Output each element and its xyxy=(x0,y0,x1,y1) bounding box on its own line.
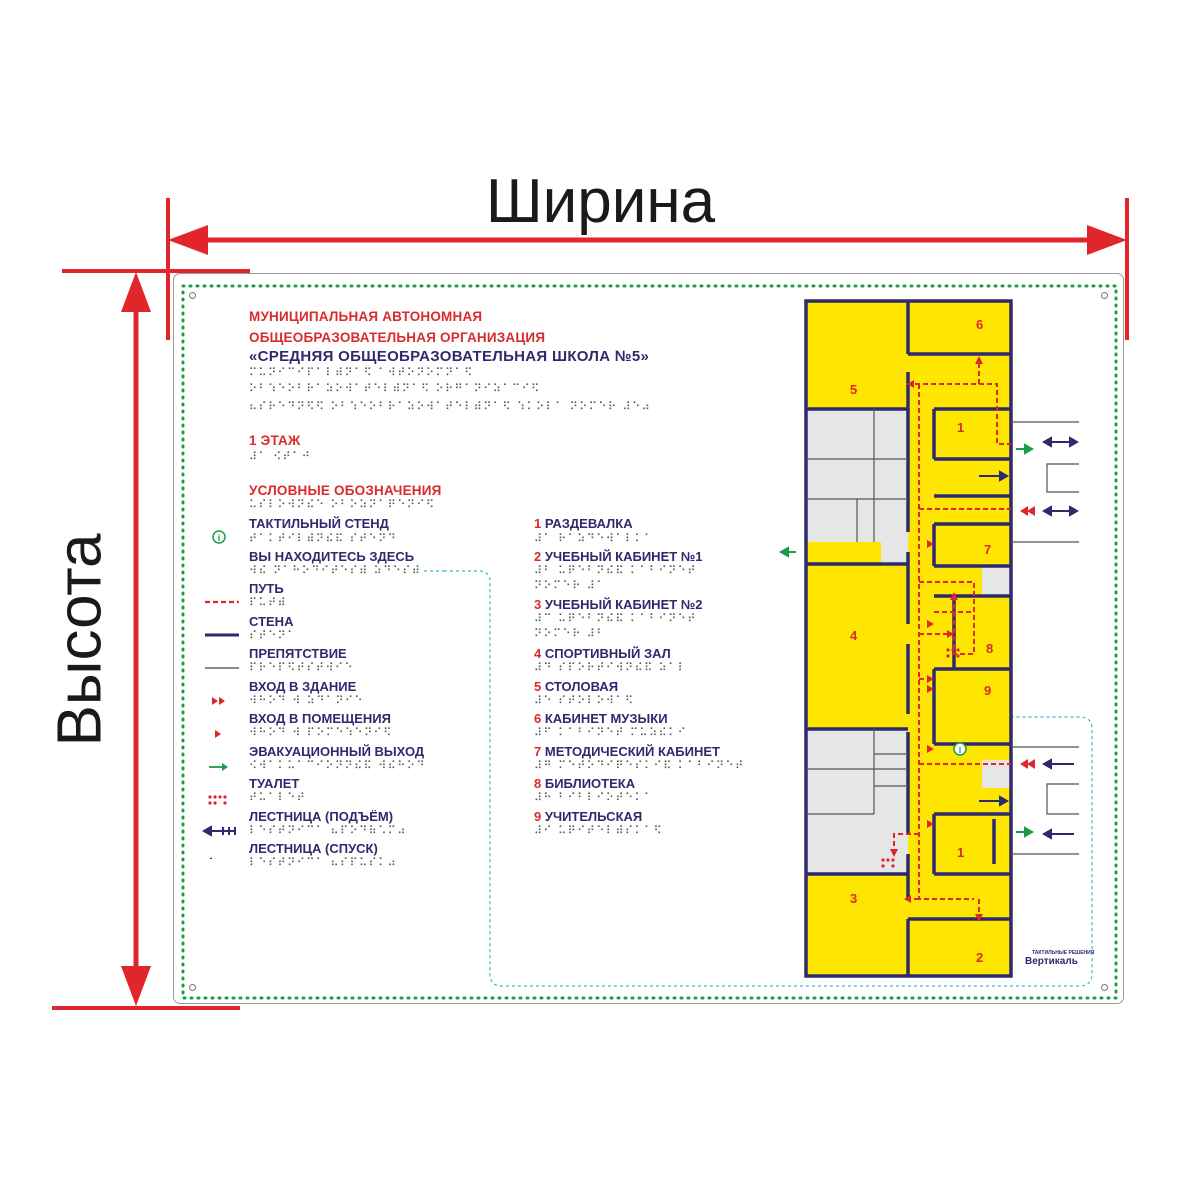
you-are-here-icon xyxy=(424,570,444,572)
grey-block-lower-right xyxy=(874,814,908,874)
mount-hole-top-right xyxy=(1101,292,1108,299)
plan-room-1-upper: 1 xyxy=(957,420,965,435)
plan-you-are-here-marker xyxy=(953,742,967,756)
legend-braille-building-entrance: ⠺⠓⠕⠙ ⠺ ⠵⠙⠁⠝⠊⠑ xyxy=(249,694,365,707)
room-item-4: 4 СПОРТИВНЫЙ ЗАЛ xyxy=(534,646,671,661)
room-braille-4: ⠼⠙ ⠎⠏⠕⠗⠞⠊⠺⠝⠮⠯ ⠵⠁⠇ xyxy=(534,661,688,674)
legend-label-tactile-stand: ТАКТИЛЬНЫЙ СТЕНД xyxy=(249,516,389,531)
plan-toilet-markers xyxy=(881,648,960,868)
evacuation-exit-icon xyxy=(209,763,228,771)
room-braille-6: ⠼⠋ ⠅⠁⠃⠊⠝⠑⠞ ⠍⠥⠵⠮⠅⠊ xyxy=(534,726,688,739)
info-icon: i xyxy=(212,530,226,544)
org-line-2: ОБЩЕОБРАЗОВАТЕЛЬНАЯ ОРГАНИЗАЦИЯ xyxy=(249,330,546,345)
legend-symbols: i xyxy=(201,530,239,859)
walls xyxy=(804,299,1013,978)
grey-small-a xyxy=(982,567,1011,595)
svg-text:i: i xyxy=(218,533,221,543)
room-braille-2: ⠼⠃ ⠥⠟⠑⠃⠝⠮⠯ ⠅⠁⠃⠊⠝⠑⠞ xyxy=(534,564,697,577)
legend-label-obstacle: ПРЕПЯТСТВИЕ xyxy=(249,646,347,661)
legend-braille-path: ⠏⠥⠞⠾ xyxy=(249,596,288,609)
height-dimension-label: Высота xyxy=(45,533,115,747)
header-braille-1: ⠍⠥⠝⠊⠉⠊⠏⠁⠇⠾⠝⠁⠫ ⠁⠺⠞⠕⠝⠕⠍⠝⠁⠫ xyxy=(249,366,474,379)
stairs-up-icon xyxy=(201,825,236,837)
floor-plan: i xyxy=(778,299,1080,978)
plan-room-7: 7 xyxy=(984,542,992,557)
plan-room-5: 5 xyxy=(850,382,858,397)
room-item-6: 6 КАБИНЕТ МУЗЫКИ xyxy=(534,711,668,726)
legend-label-you-are-here: ВЫ НАХОДИТЕСЬ ЗДЕСЬ xyxy=(249,549,415,564)
room-braille-1: ⠼⠁ ⠗⠁⠵⠙⠑⠺⠁⠇⠅⠁ xyxy=(534,532,654,545)
legend-label-stairs-up: ЛЕСТНИЦА (ПОДЪЁМ) xyxy=(249,809,394,824)
header-braille-2: ⠕⠃⠱⠑⠕⠃⠗⠁⠵⠕⠺⠁⠞⠑⠇⠾⠝⠁⠫ ⠕⠗⠛⠁⠝⠊⠵⠁⠉⠊⠫ xyxy=(249,382,541,395)
room-item-5: 5 СТОЛОВАЯ xyxy=(534,679,619,694)
floor-braille: ⠼⠁ ⠪⠞⠁⠚ xyxy=(249,450,312,463)
plan-room-8: 8 xyxy=(986,641,994,656)
legend-label-building-entrance: ВХОД В ЗДАНИЕ xyxy=(249,679,357,694)
legend-braille-stairs-down: ⠇⠑⠎⠞⠝⠊⠉⠁ ⠦⠎⠏⠥⠎⠅⠴ xyxy=(249,856,398,869)
legend-label-path: ПУТЬ xyxy=(249,581,284,596)
height-arrow-head-bottom xyxy=(121,966,151,1006)
green-dotted-frame xyxy=(181,284,1118,1000)
mount-hole-top-left xyxy=(189,292,196,299)
room-braille-3: ⠼⠉ ⠥⠟⠑⠃⠝⠮⠯ ⠅⠁⠃⠊⠝⠑⠞ xyxy=(534,612,697,625)
legend-label-toilet: ТУАЛЕТ xyxy=(249,776,300,791)
evacuation-path xyxy=(893,359,1011,919)
room-item-8: 8 БИБЛИОТЕКА xyxy=(534,776,636,791)
plan-exit-arrows xyxy=(778,443,1035,838)
plate-graphics: i xyxy=(181,284,1118,1000)
room-braille-9: ⠼⠊ ⠥⠟⠊⠞⠑⠇⠾⠎⠅⠁⠫ xyxy=(534,824,664,837)
legend-braille-obstacle: ⠏⠗⠑⠏⠫⠞⠎⠞⠺⠊⠑ xyxy=(249,661,355,674)
legend-title-braille: ⠥⠎⠇⠕⠺⠝⠮⠑ ⠕⠃⠕⠵⠝⠁⠟⠑⠝⠊⠫ xyxy=(249,498,436,511)
legend-label-stairs-down: ЛЕСТНИЦА (СПУСК) xyxy=(249,841,378,856)
width-dimension-label: Ширина xyxy=(485,167,716,236)
room-braille-2b: ⠝⠕⠍⠑⠗ ⠼⠁ xyxy=(534,579,606,592)
height-arrow-head-top xyxy=(121,272,151,312)
legend-braille-room-entrance: ⠺⠓⠕⠙ ⠺ ⠏⠕⠍⠑⠱⠑⠝⠊⠫ xyxy=(249,726,393,739)
legend-label-evacuation-exit: ЭВАКУАЦИОННЫЙ ВЫХОД xyxy=(249,744,425,759)
toilet-icon xyxy=(208,795,227,805)
room-item-3: 3 УЧЕБНЫЙ КАБИНЕТ №2 xyxy=(534,597,703,612)
room-item-7: 7 МЕТОДИЧЕСКИЙ КАБИНЕТ xyxy=(534,744,720,759)
plan-room-1-lower: 1 xyxy=(957,845,965,860)
school-name: «СРЕДНЯЯ ОБЩЕОБРАЗОВАТЕЛЬНАЯ ШКОЛА №5» xyxy=(249,348,650,365)
legend-braille-toilet: ⠞⠥⠁⠇⠑⠞ xyxy=(249,791,307,804)
plan-room-6: 6 xyxy=(976,317,984,332)
room-item-9: 9 УЧИТЕЛЬСКАЯ xyxy=(534,809,643,824)
plan-room-3: 3 xyxy=(850,891,858,906)
header-braille-3: ⠦⠎⠗⠑⠙⠝⠫⠫ ⠕⠃⠱⠑⠕⠃⠗⠁⠵⠕⠺⠁⠞⠑⠇⠾⠝⠁⠫ ⠱⠅⠕⠇⠁ ⠝⠕⠍⠑⠗… xyxy=(249,400,652,413)
svg-text:i: i xyxy=(959,745,962,755)
plan-room-4: 4 xyxy=(850,628,858,643)
legend-braille-tactile-stand: ⠞⠁⠅⠞⠊⠇⠾⠝⠮⠯ ⠎⠞⠑⠝⠙ xyxy=(249,532,398,545)
legend-braille-stairs-up: ⠇⠑⠎⠞⠝⠊⠉⠁ ⠦⠏⠕⠙⠷⠡⠍⠴ xyxy=(249,824,407,837)
legend-title: УСЛОВНЫЕ ОБОЗНАЧЕНИЯ xyxy=(249,483,442,498)
brand-small-text: ТАКТИЛЬНЫЕ РЕШЕНИЯ xyxy=(1032,950,1095,956)
plan-entrance-arrows xyxy=(1020,506,1035,769)
path-arrowheads xyxy=(890,356,983,922)
mount-hole-bottom-right xyxy=(1101,984,1108,991)
legend-label-room-entrance: ВХОД В ПОМЕЩЕНИЯ xyxy=(249,711,391,726)
room-braille-5: ⠼⠑ ⠎⠞⠕⠇⠕⠺⠁⠫ xyxy=(534,694,635,707)
legend-label-wall: СТЕНА xyxy=(249,614,294,629)
obstacles xyxy=(806,409,1079,855)
legend-braille-you-are-here: ⠺⠮ ⠝⠁⠓⠕⠙⠊⠞⠑⠎⠾ ⠵⠙⠑⠎⠾ xyxy=(249,564,422,577)
plan-room-2: 2 xyxy=(976,950,984,965)
org-line-1: МУНИЦИПАЛЬНАЯ АВТОНОМНАЯ xyxy=(249,309,483,324)
room-entrance-icon xyxy=(215,730,221,738)
room-item-1: 1 РАЗДЕВАЛКА xyxy=(534,516,633,531)
building-entrance-icon xyxy=(212,697,225,705)
brand-logo-text: Вертикаль xyxy=(1025,956,1078,967)
room-item-2: 2 УЧЕБНЫЙ КАБИНЕТ №1 xyxy=(534,549,703,564)
legend-braille-wall: ⠎⠞⠑⠝⠁ xyxy=(249,629,297,642)
room-braille-3b: ⠝⠕⠍⠑⠗ ⠼⠃ xyxy=(534,627,606,640)
corridor-left-upper xyxy=(806,542,881,566)
mount-hole-bottom-left xyxy=(189,984,196,991)
floor-label: 1 ЭТАЖ xyxy=(249,433,301,448)
legend-braille-evacuation-exit: ⠪⠺⠁⠅⠥⠁⠉⠊⠕⠝⠝⠮⠯ ⠺⠮⠓⠕⠙ xyxy=(249,759,427,772)
plan-stairs-symbols xyxy=(979,436,1080,840)
tactile-sign-plate: i 6 5 1 7 4 8 9 1 3 2 ТАКТИЛЬНЫЕ РЕШЕНИЯ… xyxy=(173,273,1124,1004)
plan-room-9: 9 xyxy=(984,683,992,698)
room-braille-7: ⠼⠛ ⠍⠑⠞⠕⠙⠊⠟⠑⠎⠅⠊⠯ ⠅⠁⠃⠊⠝⠑⠞ xyxy=(534,759,745,772)
room-braille-8: ⠼⠓ ⠃⠊⠃⠇⠊⠕⠞⠑⠅⠁ xyxy=(534,791,654,804)
